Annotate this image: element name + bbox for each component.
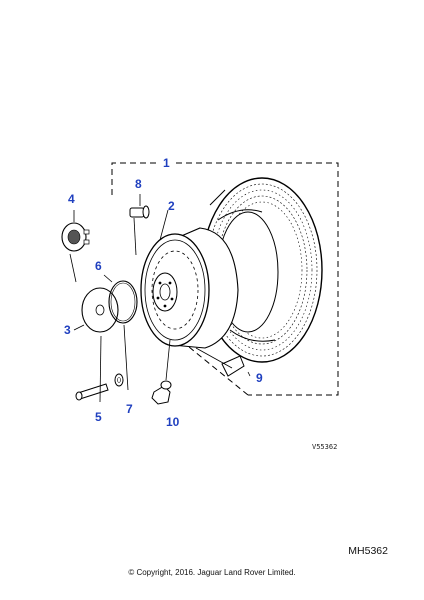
callout-1: 1 [163,156,170,170]
o-ring [108,280,138,324]
figure-code: MH5362 [348,545,388,557]
callout-3: 3 [64,323,71,337]
balance-weight [221,355,245,377]
wheel-rim [140,227,239,349]
callout-6: 6 [95,259,102,273]
callouts: 1 2 3 4 5 6 7 8 9 10 [64,156,263,429]
bolt [75,383,109,401]
callout-2: 2 [168,199,175,213]
callout-4: 4 [68,192,75,206]
leader-lines [69,194,251,403]
wheel-nut [151,380,172,405]
callout-7: 7 [126,402,133,416]
disc-cover [81,287,119,333]
callout-9: 9 [256,371,263,385]
callout-10: 10 [166,415,180,429]
tyre-valve [129,205,150,219]
reference-code: V55362 [312,443,337,451]
centre-cap [61,222,90,252]
washer [114,373,124,387]
copyright-notice: © Copyright, 2016. Jaguar Land Rover Lim… [128,568,296,577]
callout-5: 5 [95,410,102,424]
callout-8: 8 [135,177,142,191]
